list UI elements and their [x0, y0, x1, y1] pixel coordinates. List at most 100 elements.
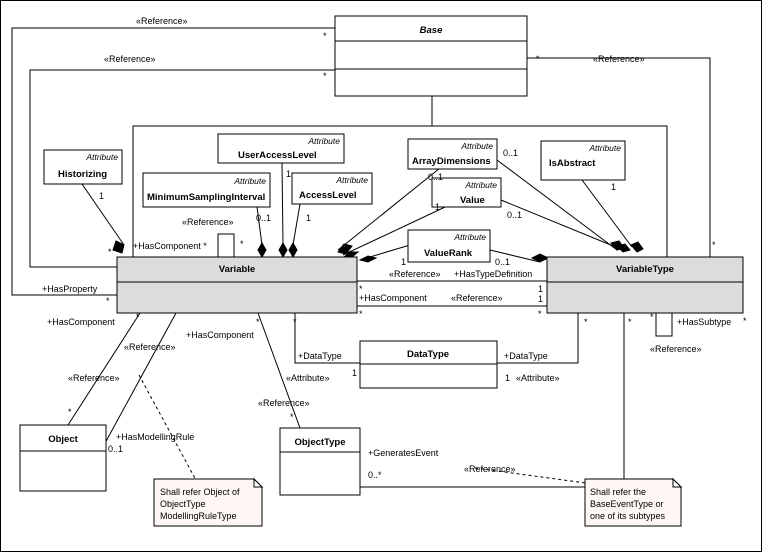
- mult-object: *: [68, 407, 72, 417]
- mult-var-dt: *: [293, 317, 297, 327]
- note-event-type[interactable]: Shall refer the BaseEventType or one of …: [584, 477, 683, 527]
- mult-generates-event: 0..*: [368, 470, 382, 480]
- class-object[interactable]: Object: [19, 424, 107, 492]
- diamond-valuerank-var: [358, 255, 378, 263]
- datatype-role-var: +DataType: [298, 351, 342, 361]
- ref-label-var-obj: «Reference»: [124, 342, 176, 352]
- note1-line1: Shall refer Object of: [160, 487, 240, 497]
- has-component-objecttype: +HasComponent: [186, 330, 254, 340]
- mult-vt-dt: *: [584, 317, 588, 327]
- stereotype-label: Attribute: [307, 136, 340, 146]
- diamond-access-level: [288, 241, 298, 259]
- mult-modelling-rule: 0..1: [108, 444, 123, 454]
- base-reference-line-right: [527, 57, 711, 258]
- mult-value-1: 1: [435, 202, 440, 212]
- mult-array-dim-2: 0..1: [503, 148, 518, 158]
- diamond-user-access: [278, 241, 288, 259]
- attr-user-access-level[interactable]: Attribute UserAccessLevel: [217, 133, 345, 164]
- is-abstract-title: IsAbstract: [549, 158, 596, 169]
- mult-objecttype: *: [290, 412, 294, 422]
- mult-user-access: 1: [286, 169, 291, 179]
- ref-label-right: «Reference»: [593, 54, 645, 64]
- mult-base-3: *: [536, 54, 540, 64]
- array-dim-var-link: [337, 167, 441, 251]
- attribute-stereo-var: «Attribute»: [286, 373, 330, 383]
- user-access-link: [281, 162, 284, 246]
- attr-value-rank[interactable]: Attribute ValueRank: [407, 229, 491, 263]
- array-dim-vt-link: [496, 159, 618, 251]
- diamond-isabstract: [630, 241, 644, 253]
- value-title: Value: [460, 195, 485, 206]
- has-property-label: +HasProperty: [42, 284, 98, 294]
- mult-array-dim-1: 0..1: [428, 172, 443, 182]
- var-object-line: [67, 312, 141, 426]
- mult-valuerank-1: 1: [401, 257, 406, 267]
- mult-var-vt-2: *: [359, 309, 363, 319]
- note2-line1: Shall refer the: [590, 487, 646, 497]
- mult-property: *: [106, 296, 110, 306]
- mult-base-4: *: [712, 240, 716, 250]
- mult-subtype-2: *: [650, 312, 654, 322]
- diamond-array-dim-var: [337, 243, 353, 255]
- variabletype-title: VariableType: [616, 264, 674, 275]
- class-datatype[interactable]: DataType: [359, 340, 498, 389]
- stereotype-label: Attribute: [588, 143, 621, 153]
- datatype-role-vt: +DataType: [504, 351, 548, 361]
- note2-line3: one of its subtypes: [590, 511, 666, 521]
- has-component-selfloop: +HasComponent *: [133, 241, 207, 251]
- ref-label-subtype: «Reference»: [650, 344, 702, 354]
- note2-anchor: [474, 467, 594, 485]
- var-objecttype-line: [103, 312, 177, 446]
- edge-labels: «Reference» «Reference» «Reference» * * …: [42, 16, 747, 480]
- attr-historizing[interactable]: Attribute Historizing: [43, 149, 123, 185]
- base-reference-line-outer: [11, 27, 335, 296]
- attr-min-sampling[interactable]: Attribute MinimumSamplingInterval: [142, 172, 271, 208]
- generates-event-label: +GeneratesEvent: [368, 448, 439, 458]
- mult-base-1: *: [323, 31, 327, 41]
- class-base[interactable]: Base: [334, 15, 528, 97]
- attr-array-dimensions[interactable]: Attribute ArrayDimensions: [407, 138, 498, 170]
- mult-subtype: *: [743, 316, 747, 326]
- historizing-title: Historizing: [58, 169, 107, 180]
- ref-label-top: «Reference»: [136, 16, 188, 26]
- ref-label-objecttype: «Reference»: [258, 398, 310, 408]
- vt-datatype-line: [497, 313, 579, 364]
- isabstract-link: [581, 179, 633, 248]
- stereotype-label: Attribute: [460, 141, 493, 151]
- stereotype-label: Attribute: [233, 176, 266, 186]
- diamond-value-vt: [616, 243, 631, 253]
- note-modelling-rule[interactable]: Shall refer Object of ObjectType Modelli…: [153, 477, 264, 527]
- historizing-link: [81, 183, 125, 246]
- class-variable[interactable]: Variable: [116, 256, 358, 314]
- ref-label-left: «Reference»: [104, 54, 156, 64]
- generates-event-line: [360, 313, 625, 488]
- mult-var-ot: *: [256, 317, 260, 327]
- mult-var-left: *: [108, 247, 112, 257]
- note2-line2: BaseEventType or: [590, 499, 664, 509]
- has-modelling-rule-label: +HasModellingRule: [116, 432, 194, 442]
- stereotype-label: Attribute: [335, 175, 368, 185]
- value-vt-link: [500, 199, 624, 251]
- class-objecttype[interactable]: ObjectType: [279, 427, 361, 496]
- min-sampling-link: [256, 206, 263, 246]
- array-dimensions-title: ArrayDimensions: [412, 156, 491, 167]
- note1-line3: ModellingRuleType: [160, 511, 237, 521]
- attr-is-abstract[interactable]: Attribute IsAbstract: [540, 140, 626, 181]
- min-sampling-title: MinimumSamplingInterval: [147, 192, 265, 203]
- access-level-title: AccessLevel: [299, 190, 357, 201]
- mult-var-vt-1: 1: [538, 294, 543, 304]
- attr-access-level[interactable]: Attribute AccessLevel: [291, 172, 373, 205]
- mult-vt-event: *: [628, 317, 632, 327]
- diamond-min-sampling: [257, 241, 267, 259]
- attr-value[interactable]: Attribute Value: [431, 177, 502, 208]
- ref-label-selfloop: «Reference»: [182, 217, 234, 227]
- value-rank-title: ValueRank: [424, 248, 473, 259]
- var-datatype-line: [294, 313, 360, 364]
- variable-title: Variable: [219, 264, 255, 275]
- value-var-link: [342, 199, 461, 256]
- datatype-title: DataType: [407, 349, 449, 360]
- stereotype-label: Attribute: [464, 180, 497, 190]
- mult-access-level: 1: [306, 213, 311, 223]
- class-variabletype[interactable]: VariableType: [546, 256, 744, 314]
